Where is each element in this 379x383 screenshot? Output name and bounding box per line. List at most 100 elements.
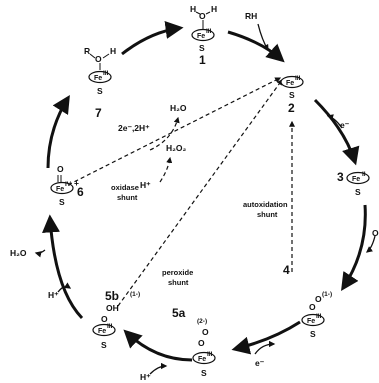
arrow-3-to-4 xyxy=(341,204,367,292)
fe-ox-2: III xyxy=(295,75,301,82)
h2o2-label: H₂O₂ xyxy=(166,143,187,153)
h2o-label-center: H₂O xyxy=(170,103,187,113)
h-plus-5a-arrow xyxy=(149,362,168,375)
h-plus-label-bottom: H⁺ xyxy=(140,372,151,382)
state-number-7: 7 xyxy=(95,106,102,120)
h2o2-side-arrow xyxy=(159,156,173,183)
state-1: Fe III O H H S 1 xyxy=(190,4,217,67)
state-number-1: 1 xyxy=(199,53,206,67)
state-3: 3 Fe II S xyxy=(337,170,370,197)
autoxidation-label-line1: autoxidation xyxy=(243,200,288,209)
charge-5b: (1-) xyxy=(130,291,140,298)
h-left-1: H xyxy=(190,4,196,14)
fe-ellipse-6 xyxy=(50,181,74,195)
charge-4: (1-) xyxy=(322,291,332,298)
autoxidation-label-line2: shunt xyxy=(257,210,278,219)
h-plus-5b-arrow xyxy=(57,282,72,293)
fe-ox-6: IV xyxy=(65,181,72,188)
reagent-labels: RH e⁻ O e⁻ H⁺ H⁺ H₂O H₂O 2e⁻,2H⁺ H₂O₂ H⁺ xyxy=(10,11,379,382)
peroxide-label-line2: shunt xyxy=(168,278,189,287)
o-label-6: O xyxy=(57,164,64,174)
oxidase-label-line1: oxidase xyxy=(111,183,139,192)
fe-label-4: Fe xyxy=(307,318,315,325)
o-distal-4: O xyxy=(315,294,322,304)
s-label-5a: S xyxy=(201,368,207,378)
r-label-7: R xyxy=(84,46,90,56)
fe-ellipse-4 xyxy=(301,313,325,327)
rh-arrow xyxy=(257,23,269,52)
state-number-3: 3 xyxy=(337,170,344,184)
state-number-2: 2 xyxy=(288,101,295,115)
e2-arrow xyxy=(254,340,276,355)
shunt-arrows xyxy=(61,77,295,307)
fe-ellipse-5b xyxy=(92,323,116,337)
s-label-2: S xyxy=(289,90,295,100)
fe-ox-7: III xyxy=(103,70,109,77)
peroxide-shunt-arrow xyxy=(117,79,283,307)
fe-ellipse-1 xyxy=(191,28,215,42)
arrow-5a-to-5b xyxy=(123,329,193,362)
oh-label-5b: OH xyxy=(106,303,119,313)
s-label-1: S xyxy=(199,43,205,53)
s-label-5b: S xyxy=(101,340,107,350)
e-label-top: e⁻ xyxy=(340,120,350,130)
state-number-5a: 5a xyxy=(172,306,186,320)
state-6: O Fe IV + S 6 xyxy=(50,164,84,207)
charge-5a: (2-) xyxy=(197,318,207,325)
arrow-5b-to-6 xyxy=(42,214,84,320)
two-e-two-h-label: 2e⁻,2H⁺ xyxy=(118,123,150,133)
fe-ellipse-3 xyxy=(346,171,370,185)
state-2: Fe III S 2 xyxy=(280,75,304,115)
two-e-side-arrow xyxy=(149,116,180,151)
fe-ellipse-2 xyxy=(280,75,304,89)
state-number-6: 6 xyxy=(77,185,84,199)
peroxide-label-line1: peroxide xyxy=(162,268,193,277)
arrow-7-to-1 xyxy=(121,20,184,56)
arrow-2-to-3 xyxy=(313,98,360,166)
fe-ox-3: II xyxy=(362,171,366,178)
fe-ox-1: III xyxy=(206,28,212,35)
s-label-4: S xyxy=(310,329,316,339)
fe-ox-5b: III xyxy=(107,323,113,330)
h-label-7: H xyxy=(110,46,116,56)
o-label-7: O xyxy=(95,54,102,64)
state-7: R O H Fe III S 7 xyxy=(84,46,116,120)
state-5b: 5b (1-) OH O Fe III S xyxy=(92,289,140,350)
h-plus-label-center: H⁺ xyxy=(140,180,151,190)
fe-label-2: Fe xyxy=(286,80,294,87)
o2-reagent-label: O xyxy=(372,228,379,238)
rh-label: RH xyxy=(245,11,257,21)
h2o-label-left: H₂O xyxy=(10,248,27,258)
shunt-labels: oxidase shunt peroxide shunt autoxidatio… xyxy=(111,183,288,287)
reagent-arrows xyxy=(34,23,376,375)
h-right-1: H xyxy=(211,4,217,14)
state-number-5b: 5b xyxy=(105,289,119,303)
h2o-left-arrow xyxy=(34,249,46,258)
s-label-7: S xyxy=(97,86,103,96)
h-plus-label-left: H⁺ xyxy=(48,290,59,300)
o2-arrow xyxy=(365,235,376,253)
fe-label-5b: Fe xyxy=(98,328,106,335)
o-proximal-5a: O xyxy=(198,338,205,348)
fe-label-6: Fe xyxy=(56,186,64,193)
o-label-1: O xyxy=(199,11,206,21)
o-proximal-4: O xyxy=(309,302,316,312)
fe-ox-4: III xyxy=(316,313,322,320)
charge-6: + xyxy=(74,178,79,188)
s-label-6: S xyxy=(59,197,65,207)
e1-arrow xyxy=(326,114,343,129)
oxidase-shunt-arrow xyxy=(61,77,282,189)
e-label-bottom: e⁻ xyxy=(255,358,265,368)
fe-label-1: Fe xyxy=(197,33,205,40)
arrow-6-to-7 xyxy=(46,94,70,169)
fe-label-5a: Fe xyxy=(198,356,206,363)
fe-ellipse-7 xyxy=(88,70,112,84)
o-distal-5a: O xyxy=(202,327,209,337)
oxidase-label-line2: shunt xyxy=(117,193,138,202)
cycle-arrows xyxy=(42,20,367,362)
arrow-4-to-5a xyxy=(231,320,301,355)
state-4: 4 Fe III S O O (1-) xyxy=(283,263,332,339)
state-number-4: 4 xyxy=(283,263,290,277)
fe-ox-5a: III xyxy=(207,351,213,358)
